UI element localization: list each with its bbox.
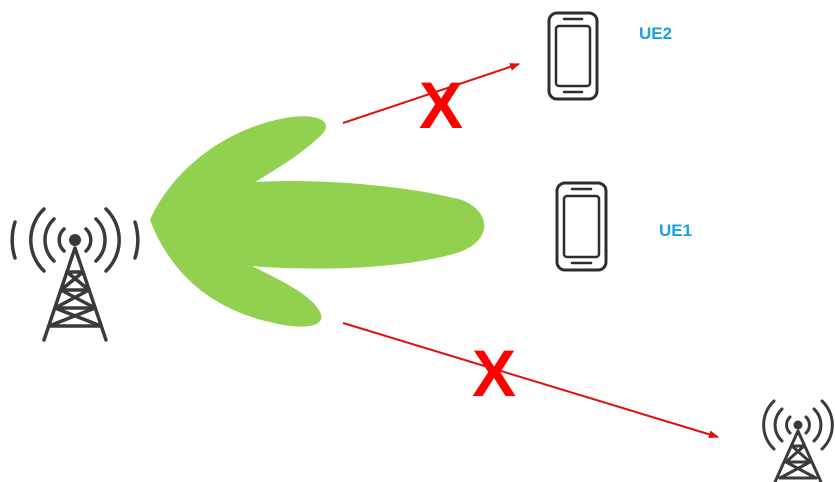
beam-pattern xyxy=(150,116,484,326)
blocked-mark-neighbor: X xyxy=(472,336,516,410)
ue1-phone-icon xyxy=(557,183,606,270)
neighbor-tower-icon xyxy=(764,401,833,482)
serving-tower-icon xyxy=(12,209,138,340)
ue2-label: UE2 xyxy=(639,24,672,43)
ue1-label: UE1 xyxy=(659,221,692,240)
blocked-mark-ue2: X xyxy=(419,68,463,142)
ue2-phone-icon xyxy=(549,13,597,99)
link-arrow-to-neighbor-tower xyxy=(343,323,718,437)
